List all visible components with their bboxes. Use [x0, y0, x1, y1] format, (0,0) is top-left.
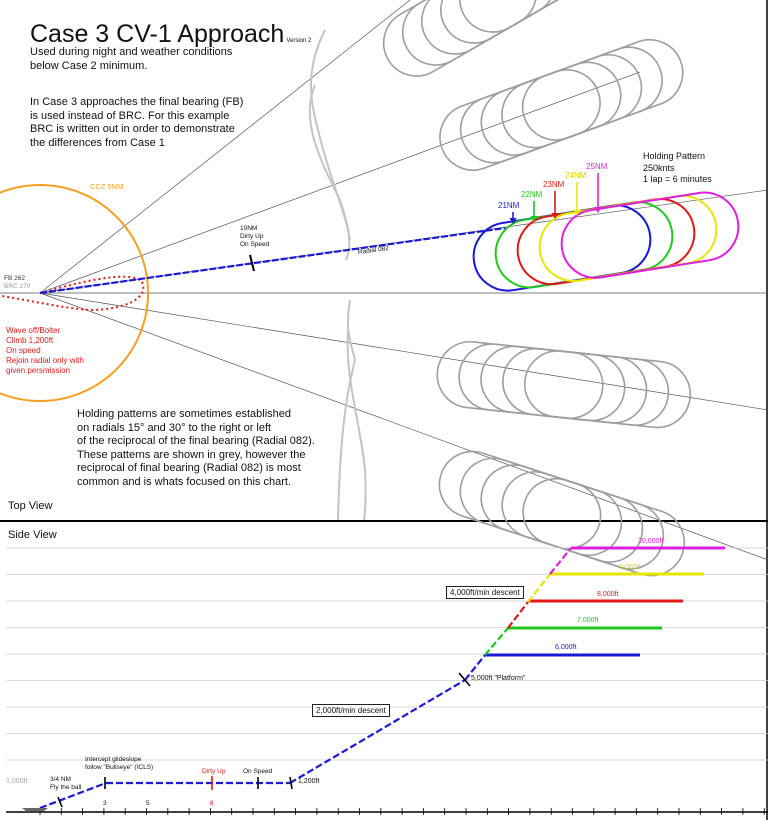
grey-hold-upper-4 [501, 46, 663, 149]
grey-hold-top-3 [421, 0, 576, 55]
radial-082-path [39, 226, 506, 295]
range-label-24: 24NM [565, 171, 587, 180]
grey-holding-patterns [382, 0, 692, 577]
version-label: Version 2 [286, 38, 312, 44]
descent-2000-box: 2,000ft/min descent [312, 704, 390, 717]
dirty-up-label: Dirty Up [202, 768, 226, 775]
alt-1200-label: 1,200ft [298, 778, 320, 785]
ccz-circle [0, 184, 149, 402]
platform-label: 5,000ft "Platform" [471, 675, 526, 682]
brc-label: BRC 270 [4, 283, 31, 290]
grey-hold-top-1 [382, 0, 538, 77]
grey-hold-bottom-5 [522, 477, 686, 577]
range-tick-8: 8 [210, 800, 214, 807]
range-tick-3: 3 [103, 800, 107, 807]
waveoff-path [0, 275, 145, 312]
fb-label: FB 262 [4, 275, 25, 282]
range-arrowhead-21 [509, 218, 517, 224]
range-arrowhead-25 [594, 207, 602, 213]
dirty-up-tick [249, 254, 255, 272]
range-label-25: 25NM [586, 162, 608, 171]
intro-text: Used during night and weather conditions… [30, 46, 233, 72]
range-arrowhead-24 [573, 210, 581, 216]
alt-1000-label: 1,000ft [6, 778, 28, 785]
grey-hold-bottom-3 [480, 464, 644, 563]
alt-label-6000: 6,000ft [555, 644, 577, 651]
range-arrowhead-22 [530, 216, 538, 222]
alt-label-10000: 10,000ft [638, 538, 664, 545]
grey-hold-lower-5 [524, 350, 692, 429]
on-speed-label: On Speed [243, 768, 273, 775]
range-label-22: 22NM [521, 190, 543, 199]
range-arrowhead-23 [551, 213, 559, 219]
range-label-23: 23NM [543, 180, 565, 189]
colored-holding-patterns [472, 191, 740, 292]
alt-label-7000: 7,000ft [577, 617, 599, 624]
grey-hold-upper-3 [480, 54, 643, 156]
range-tick-5: 5 [146, 800, 150, 807]
path-ticks [57, 672, 471, 808]
side-view-label: Side View [8, 529, 57, 541]
grey-hold-top-2 [401, 0, 557, 66]
grey-hold-top-4 [440, 0, 595, 44]
holding-pattern-25nm [560, 191, 740, 279]
carrier-icon [22, 808, 48, 811]
baseline-ticks [39, 808, 765, 815]
grey-hold-upper-1 [439, 69, 601, 171]
holding-note: Holding patterns are sometimes establish… [77, 408, 315, 488]
grey-connector-curves [308, 29, 367, 521]
ccz-label: CCZ 5NM [90, 182, 124, 191]
grey-hold-bottom-1 [438, 450, 602, 550]
grey-hold-upper-2 [459, 61, 622, 164]
top-view-label: Top View [8, 500, 53, 512]
range-label-21: 21NM [498, 201, 520, 210]
alt-label-8000: 8,000ft [597, 591, 619, 598]
side-view-grid [6, 547, 768, 761]
grey-hold-top-5 [459, 0, 614, 33]
altitude-lines [485, 546, 725, 657]
grey-hold-upper-5 [521, 39, 684, 141]
descent-path [39, 547, 572, 810]
range-arrows [509, 173, 602, 224]
alt-label-9000: 9,000ft [619, 564, 641, 571]
fb-text: In Case 3 approaches the final bearing (… [30, 96, 244, 149]
descent-4000-box: 4,000ft/min descent [446, 586, 524, 599]
